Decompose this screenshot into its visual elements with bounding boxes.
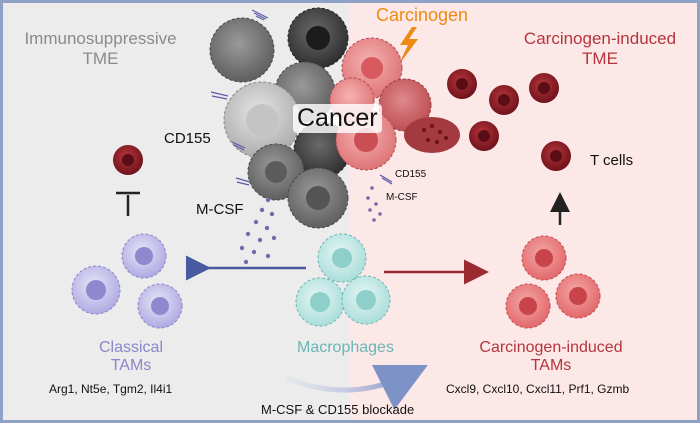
mcsf-label-right: M-CSF (386, 192, 418, 203)
cd155-label-right: CD155 (395, 169, 427, 180)
cancer-cluster-gray (209, 7, 351, 229)
t-cells-group (447, 69, 571, 171)
mcsf-dots-left (239, 197, 277, 265)
t-cell-inhibited (113, 145, 143, 175)
classical-genes: Arg1, Nt5e, Tgm2, Il4i1 (49, 382, 173, 396)
right-panel-title: Carcinogen-induced TME (506, 30, 694, 67)
t-cells-label: T cells (590, 152, 634, 169)
lightning-bolt-icon (398, 27, 418, 66)
induced-tams-line2: TAMs (530, 357, 572, 374)
classical-tams-line1: Classical (98, 339, 163, 356)
right-panel-title-line1: Carcinogen-induced (523, 29, 677, 48)
right-panel-title-line2: TME (582, 49, 618, 68)
inhibition-bar-icon (116, 191, 140, 216)
left-panel-title-line2: TME (82, 49, 119, 68)
induced-tams-line1: Carcinogen-induced (479, 339, 623, 356)
mcsf-label-left: M-CSF (196, 201, 244, 218)
left-panel-title: Immunosuppressive TME (8, 30, 193, 67)
induced-genes: Cxcl9, Cxcl10, Cxcl11, Prf1, Gzmb (446, 382, 630, 396)
induced-tams-label: Carcinogen-induced TAMs (474, 340, 628, 374)
classical-tams-label: Classical TAMs (84, 340, 178, 374)
right-panel-bg (350, 0, 700, 423)
induced-tams (505, 235, 601, 329)
left-panel-title-line1: Immunosuppressive (24, 29, 177, 48)
carcinogen-label: Carcinogen (376, 5, 469, 25)
macrophages (295, 233, 391, 327)
cancer-label: Cancer (293, 104, 382, 133)
mcsf-dots-right (366, 186, 382, 222)
blockade-label: M-CSF & CD155 blockade (261, 402, 415, 417)
cd155-label-left: CD155 (164, 130, 211, 147)
classical-tams (71, 233, 183, 329)
blockade-arrow (285, 365, 428, 410)
macrophages-label: Macrophages (297, 339, 394, 356)
cd155-receptors (210, 9, 393, 186)
classical-tams-line2: TAMs (110, 357, 152, 374)
